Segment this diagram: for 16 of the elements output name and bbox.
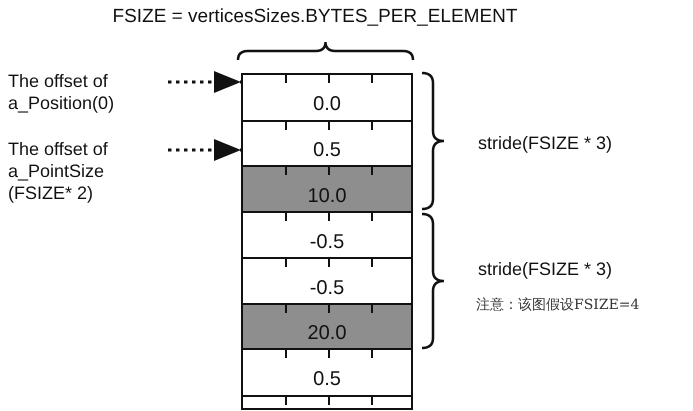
buffer-cell xyxy=(241,395,413,410)
note-text: 注意：该图假设FSIZE=4 xyxy=(476,296,640,314)
buffer-cell: 0.5 xyxy=(241,348,413,397)
offset-label: The offset of a_PointSize (FSIZE* 2) xyxy=(8,138,168,206)
buffer-cell: -0.5 xyxy=(241,257,413,305)
buffer-cell: -0.5 xyxy=(241,211,413,259)
offset-label: The offset of a_Position(0) xyxy=(8,70,168,116)
buffer-cell: 10.0 xyxy=(241,165,413,213)
buffer-cell: 0.5 xyxy=(241,120,413,167)
buffer-cell: 0.0 xyxy=(241,73,413,122)
stride-label: stride(FSIZE * 3) xyxy=(478,133,612,154)
stride-label: stride(FSIZE * 3) xyxy=(478,259,612,280)
title: FSIZE = verticesSizes.BYTES_PER_ELEMENT xyxy=(112,6,518,28)
buffer-cell: 20.0 xyxy=(241,303,413,350)
arrow xyxy=(168,71,241,93)
arrow xyxy=(168,139,241,161)
